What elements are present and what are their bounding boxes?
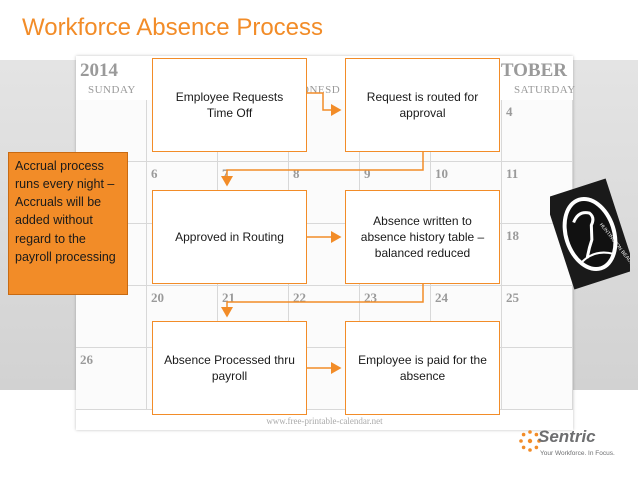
step-absence-written: Absence written to absence history table… bbox=[345, 190, 500, 284]
calendar-day-number: 9 bbox=[364, 166, 371, 181]
calendar-day-number: 25 bbox=[506, 290, 519, 305]
step-employee-requests: Employee Requests Time Off bbox=[152, 58, 307, 152]
calendar-day-number: 18 bbox=[506, 228, 519, 243]
brand-tagline: Your Workforce. In Focus. bbox=[540, 450, 615, 457]
step-approved-in-routing: Approved in Routing bbox=[152, 190, 307, 284]
brand-name: Sentric bbox=[538, 427, 596, 446]
calendar-cell bbox=[76, 286, 147, 348]
calendar-weekday-header: SATURDAY bbox=[514, 84, 576, 96]
calendar-day-number: 21 bbox=[222, 290, 235, 305]
calendar-day-number: 23 bbox=[364, 290, 377, 305]
step-employee-paid: Employee is paid for the absence bbox=[345, 321, 500, 415]
calendar-day-number: 11 bbox=[506, 166, 519, 181]
calendar-day-number: 24 bbox=[435, 290, 448, 305]
sun-icon bbox=[519, 430, 541, 452]
calendar-cell bbox=[76, 100, 147, 162]
calendar-cell bbox=[502, 100, 573, 162]
calendar-day-number: 22 bbox=[293, 290, 306, 305]
calendar-day-number: 4 bbox=[506, 104, 513, 119]
huntington-beach-logo: HUNTINGTON BEACH bbox=[550, 178, 630, 290]
calendar-year: 2014 bbox=[80, 60, 118, 81]
calendar-day-number: 26 bbox=[80, 352, 93, 367]
step-request-routed: Request is routed for approval bbox=[345, 58, 500, 152]
step-absence-processed: Absence Processed thru payroll bbox=[152, 321, 307, 415]
calendar-day-number: 10 bbox=[435, 166, 448, 181]
calendar-day-number: 6 bbox=[151, 166, 158, 181]
calendar-cell bbox=[502, 348, 573, 410]
calendar-day-number: 20 bbox=[151, 290, 164, 305]
brand-logo: Sentric Your Workforce. In Focus. bbox=[518, 425, 628, 469]
calendar-month: TOBER bbox=[500, 60, 567, 81]
calendar-day-number: 7 bbox=[222, 166, 229, 181]
calendar-footer: www.free-printable-calendar.net bbox=[266, 416, 383, 426]
accrual-note: Accrual process runs every night – Accru… bbox=[8, 152, 128, 295]
calendar-cell bbox=[502, 286, 573, 348]
calendar-weekday-header: SUNDAY bbox=[88, 84, 136, 96]
calendar-day-number: 8 bbox=[293, 166, 300, 181]
page-title: Workforce Absence Process bbox=[22, 14, 324, 41]
calendar-cell bbox=[76, 348, 147, 410]
